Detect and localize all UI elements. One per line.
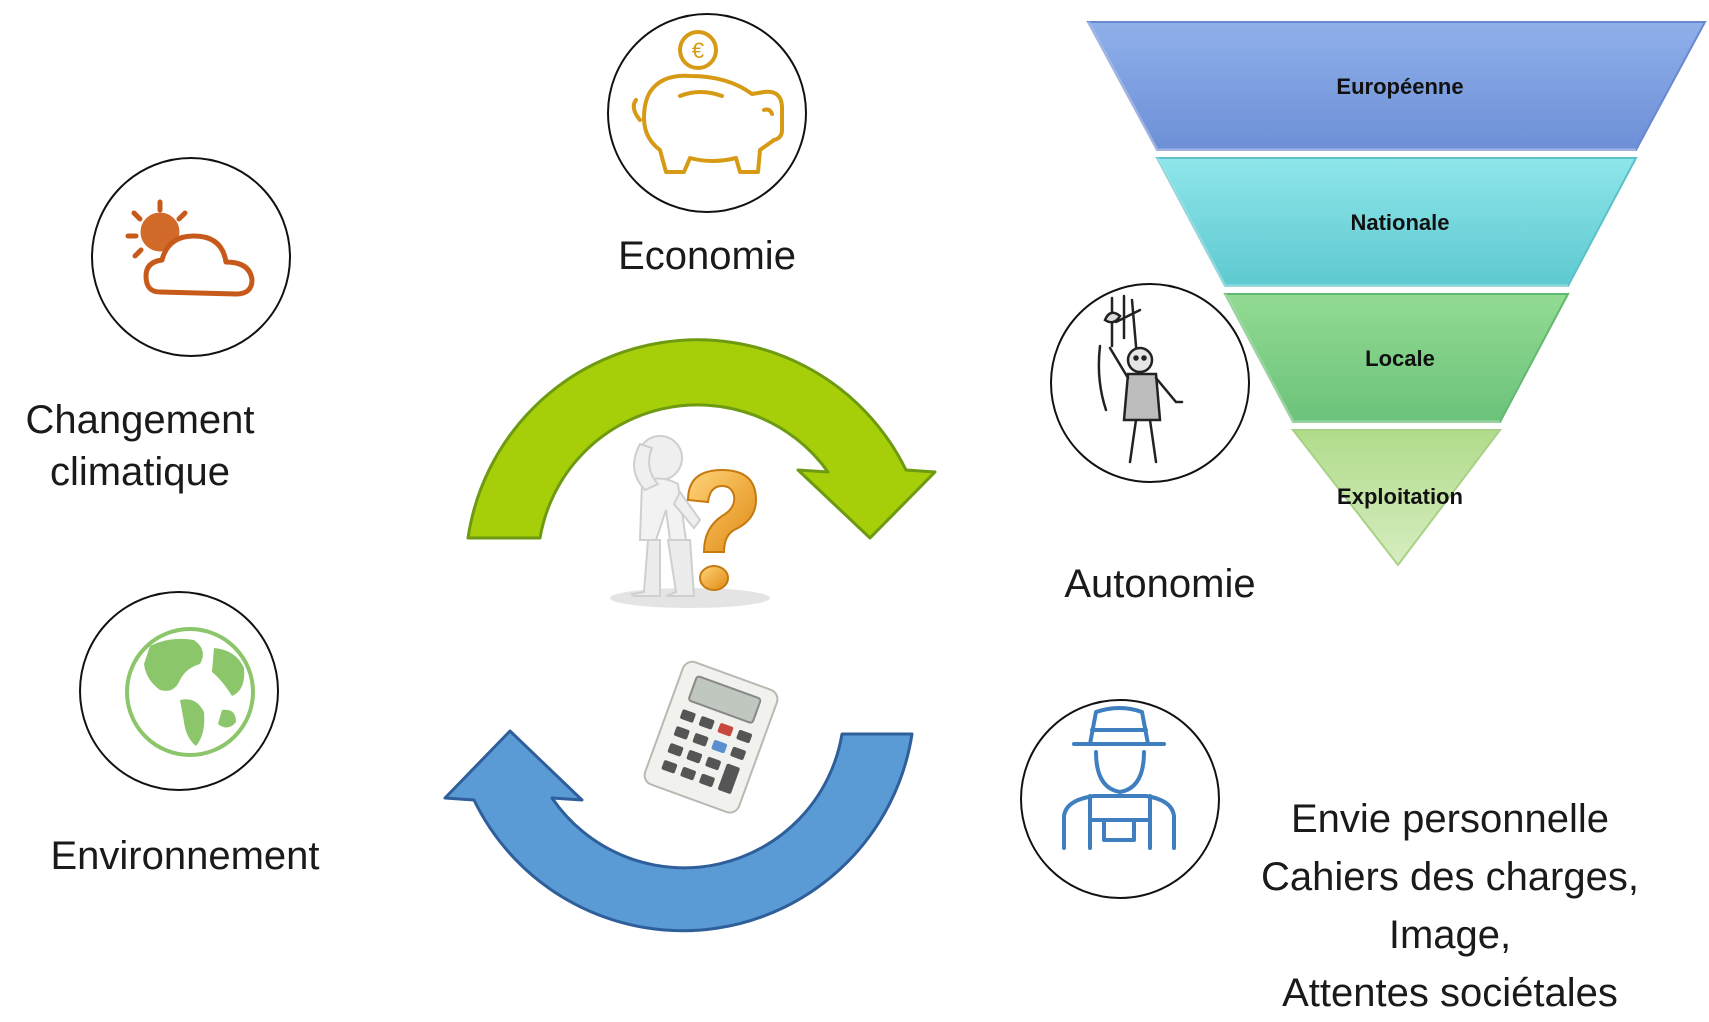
environment-label: Environnement bbox=[50, 834, 320, 878]
climate-icon-circle bbox=[91, 157, 291, 357]
thinking-person-question-icon bbox=[610, 435, 770, 608]
climate-label-line2: climatique bbox=[49, 450, 231, 494]
personal-line-2: Cahiers des charges, bbox=[1261, 855, 1639, 899]
bottom-cycle-arrow bbox=[443, 729, 914, 933]
climate-label: Changement climatique bbox=[0, 394, 280, 498]
autonomy-label: Autonomie bbox=[1064, 562, 1256, 606]
personal-line-4: Attentes sociétales bbox=[1282, 971, 1618, 1015]
environment-icon-circle bbox=[79, 591, 279, 791]
inverted-pyramid bbox=[1086, 21, 1707, 567]
autonomy-icon-circle bbox=[1050, 283, 1250, 483]
economy-icon-circle bbox=[607, 13, 807, 213]
pyramid-label-nationale: Nationale bbox=[1350, 210, 1450, 235]
personal-line-3: Image, bbox=[1388, 913, 1512, 957]
personal-factors-label: Envie personnelle Cahiers des charges, I… bbox=[1220, 790, 1680, 1022]
pyramid-label-europeenne: Européenne bbox=[1336, 74, 1464, 99]
pyramid-level-europeenne bbox=[1086, 21, 1707, 151]
climate-label-line1: Changement bbox=[25, 398, 255, 442]
pyramid-label-exploitation: Exploitation bbox=[1337, 484, 1463, 509]
pyramid-level-exploitation bbox=[1290, 429, 1503, 567]
economy-label: Economie bbox=[618, 234, 796, 278]
personal-line-1: Envie personnelle bbox=[1291, 797, 1609, 841]
top-cycle-arrow bbox=[466, 338, 937, 540]
personal-icon-circle bbox=[1020, 699, 1220, 899]
pyramid-level-nationale bbox=[1155, 157, 1638, 287]
pyramid-label-locale: Locale bbox=[1365, 346, 1435, 371]
pyramid-level-locale bbox=[1223, 293, 1570, 423]
calculator-icon bbox=[643, 660, 779, 814]
